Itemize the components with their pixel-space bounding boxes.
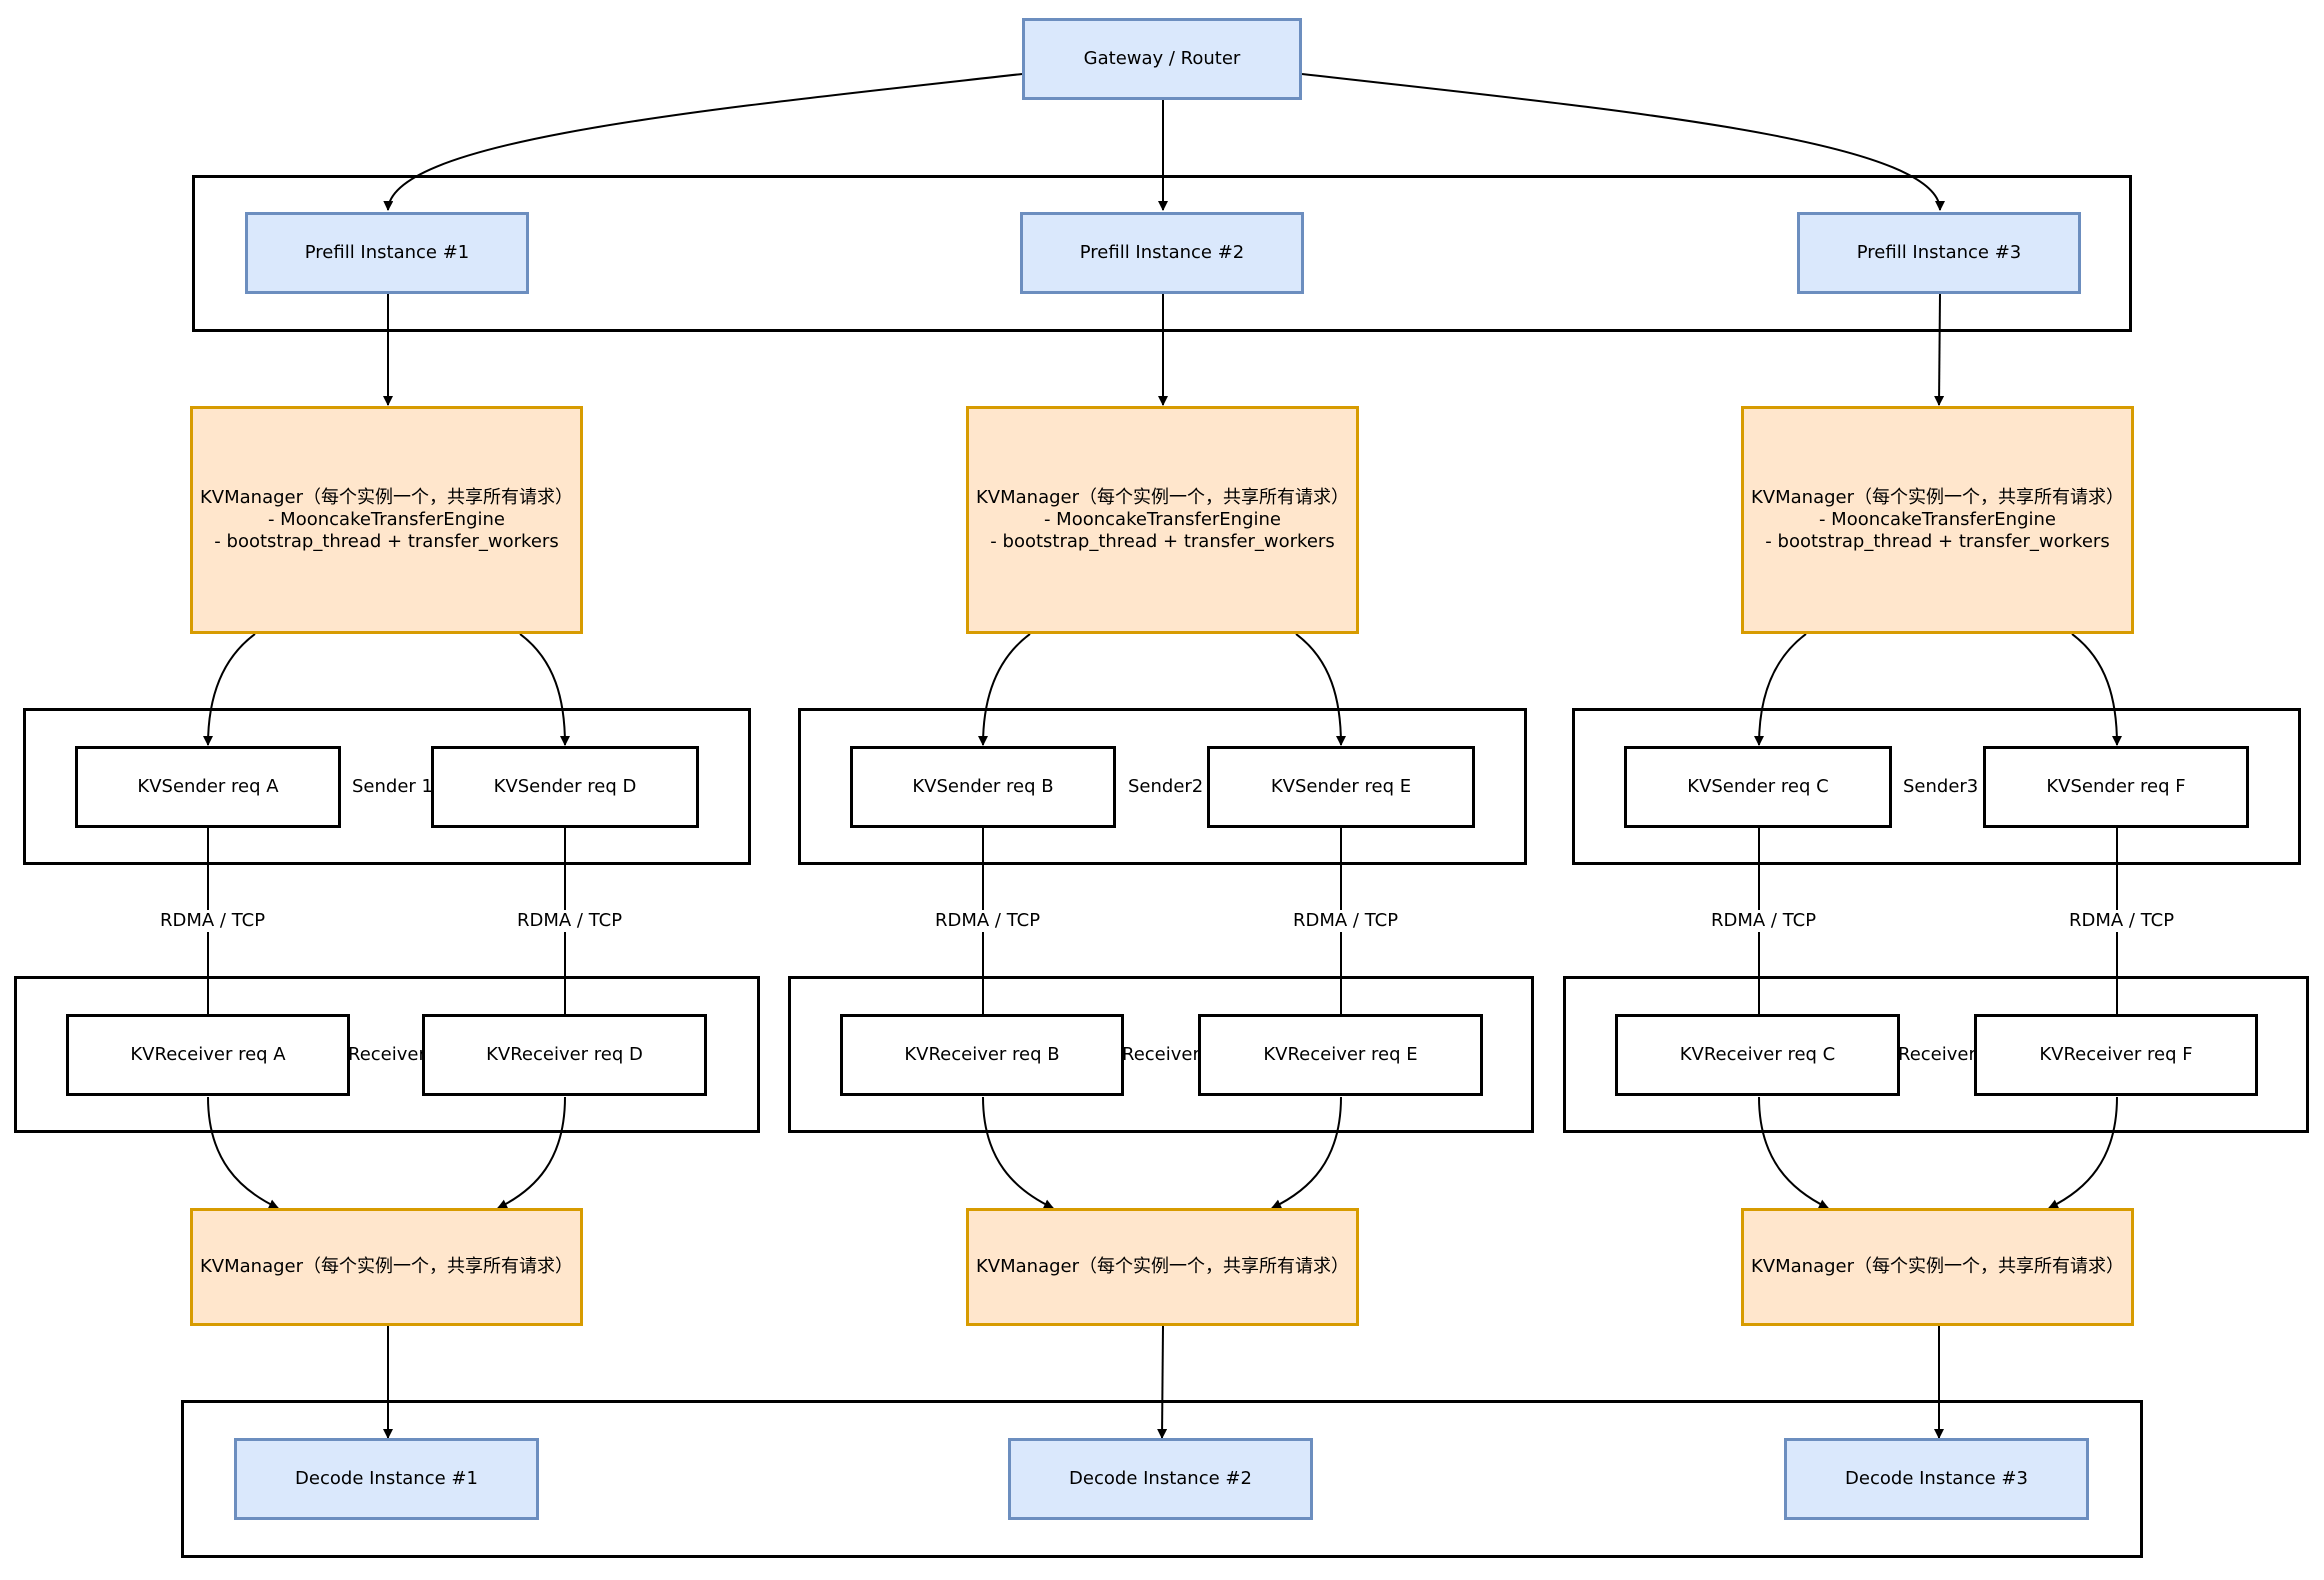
edge-recv-kvm-d	[497, 1096, 566, 1209]
kvsender-req-b: KVSender req B	[850, 746, 1116, 828]
kvmanager-title: KVManager（每个实例一个，共享所有请求）	[1750, 487, 2124, 508]
receiver-group-3	[1563, 976, 2309, 1133]
receiver-group-1	[14, 976, 760, 1133]
edge-kvm-sender-e	[1295, 633, 1346, 746]
prefill-instance-2: Prefill Instance #2	[1020, 212, 1304, 294]
sender-group-label-1: Sender 1	[352, 776, 433, 797]
kvreceiver-req-c: KVReceiver req C	[1615, 1014, 1900, 1096]
decode-group	[181, 1400, 2143, 1558]
gateway-router-node: Gateway / Router	[1022, 18, 1302, 100]
kvsender-req-d: KVSender req D	[431, 746, 699, 828]
edge-recv-kvm-b	[982, 1096, 1054, 1209]
link-label-c: RDMA / TCP	[1711, 910, 1817, 932]
edge-gateway-prefill-3	[1301, 73, 1945, 211]
sender-group-2	[798, 708, 1527, 865]
kvsender-req-a: KVSender req A	[75, 746, 341, 828]
kvmanager-decode-2: KVManager（每个实例一个，共享所有请求）	[966, 1208, 1359, 1326]
receiver-group-2	[788, 976, 1534, 1133]
edge-recv-kvm-a	[207, 1096, 279, 1209]
edge-kvm-sender-c	[1754, 633, 1807, 746]
kvmanager-prefill-1: KVManager（每个实例一个，共享所有请求） - MooncakeTrans…	[190, 406, 583, 634]
kvmanager-threads: - bootstrap_thread + transfer_workers	[990, 531, 1335, 552]
prefill-group	[192, 175, 2132, 332]
kvreceiver-req-b: KVReceiver req B	[840, 1014, 1124, 1096]
kvreceiver-req-a: KVReceiver req A	[66, 1014, 350, 1096]
kvsender-req-e: KVSender req E	[1207, 746, 1475, 828]
kvmanager-title: KVManager（每个实例一个，共享所有请求）	[199, 487, 573, 508]
receiver-group-label-1: Receiver1	[348, 1044, 422, 1065]
kvmanager-engine: - MooncakeTransferEngine	[1818, 509, 2057, 530]
receiver-group-label-3: Receiver3	[1898, 1044, 1974, 1065]
kvmanager-decode-3: KVManager（每个实例一个，共享所有请求）	[1741, 1208, 2134, 1326]
edge-recv-kvm-e	[1271, 1096, 1342, 1209]
kvmanager-engine: - MooncakeTransferEngine	[267, 509, 506, 530]
edge-recv-kvm-f	[2048, 1096, 2118, 1209]
decode-instance-3: Decode Instance #3	[1784, 1438, 2089, 1520]
link-label-e: RDMA / TCP	[1293, 910, 1399, 932]
link-label-f: RDMA / TCP	[2069, 910, 2175, 932]
kvmanager-prefill-2: KVManager（每个实例一个，共享所有请求） - MooncakeTrans…	[966, 406, 1359, 634]
edge-kvm-sender-a	[203, 633, 256, 746]
edge-kvm-sender-d	[519, 633, 570, 746]
kvreceiver-req-d: KVReceiver req D	[422, 1014, 707, 1096]
edge-kvm-sender-b	[978, 633, 1031, 746]
kvsender-req-c: KVSender req C	[1624, 746, 1892, 828]
kvreceiver-req-e: KVReceiver req E	[1198, 1014, 1483, 1096]
link-label-a: RDMA / TCP	[160, 910, 266, 932]
edge-gateway-prefill-1	[383, 73, 1023, 211]
sender-group-3	[1572, 708, 2301, 865]
edge-kvm-decode-2	[1157, 1325, 1168, 1439]
decode-instance-1: Decode Instance #1	[234, 1438, 539, 1520]
kvmanager-threads: - bootstrap_thread + transfer_workers	[214, 531, 559, 552]
link-label-b: RDMA / TCP	[935, 910, 1041, 932]
sender-group-label-3: Sender3	[1903, 776, 1979, 797]
edge-prefill-kvm-3	[1934, 293, 1945, 406]
decode-instance-2: Decode Instance #2	[1008, 1438, 1313, 1520]
kvmanager-title: KVManager（每个实例一个，共享所有请求）	[975, 487, 1349, 508]
prefill-instance-1: Prefill Instance #1	[245, 212, 529, 294]
kvreceiver-req-f: KVReceiver req F	[1974, 1014, 2258, 1096]
edge-recv-kvm-c	[1758, 1096, 1829, 1209]
kvmanager-threads: - bootstrap_thread + transfer_workers	[1765, 531, 2110, 552]
edge-kvm-sender-f	[2071, 633, 2122, 746]
sender-group-label-2: Sender2	[1128, 776, 1204, 797]
receiver-group-label-2: Receiver2	[1122, 1044, 1198, 1065]
kvmanager-decode-1: KVManager（每个实例一个，共享所有请求）	[190, 1208, 583, 1326]
kvmanager-engine: - MooncakeTransferEngine	[1043, 509, 1282, 530]
prefill-instance-3: Prefill Instance #3	[1797, 212, 2081, 294]
sender-group-1	[23, 708, 751, 865]
kvsender-req-f: KVSender req F	[1983, 746, 2249, 828]
kvmanager-prefill-3: KVManager（每个实例一个，共享所有请求） - MooncakeTrans…	[1741, 406, 2134, 634]
link-label-d: RDMA / TCP	[517, 910, 623, 932]
